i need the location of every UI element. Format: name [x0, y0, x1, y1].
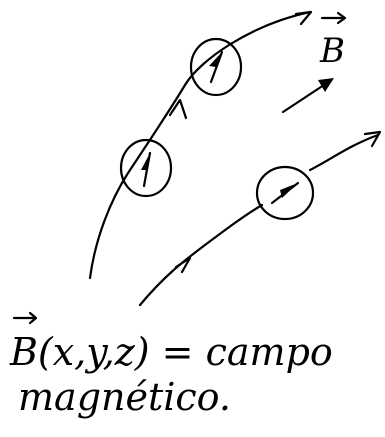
b-vector-label: B: [319, 13, 345, 71]
field-line-arrow-mid: [170, 100, 186, 118]
compass-middle: [121, 140, 171, 196]
b-field-arrow: [283, 78, 334, 112]
caption-line-1: B(x,y,z) = campo: [9, 330, 333, 374]
field-line-lower: [140, 205, 262, 305]
field-line-arrow-lower: [176, 258, 190, 272]
field-line-arrow-top: [296, 12, 311, 24]
compass-lower: [257, 167, 313, 219]
caption-line-2: magnético.: [18, 375, 231, 419]
b-vector-arrow-over: [322, 13, 345, 23]
field-line-lower-ext: [310, 135, 378, 170]
b-symbol: B: [319, 31, 345, 71]
field-line-upper: [90, 12, 310, 278]
caption-vector-arrow: [14, 313, 36, 323]
